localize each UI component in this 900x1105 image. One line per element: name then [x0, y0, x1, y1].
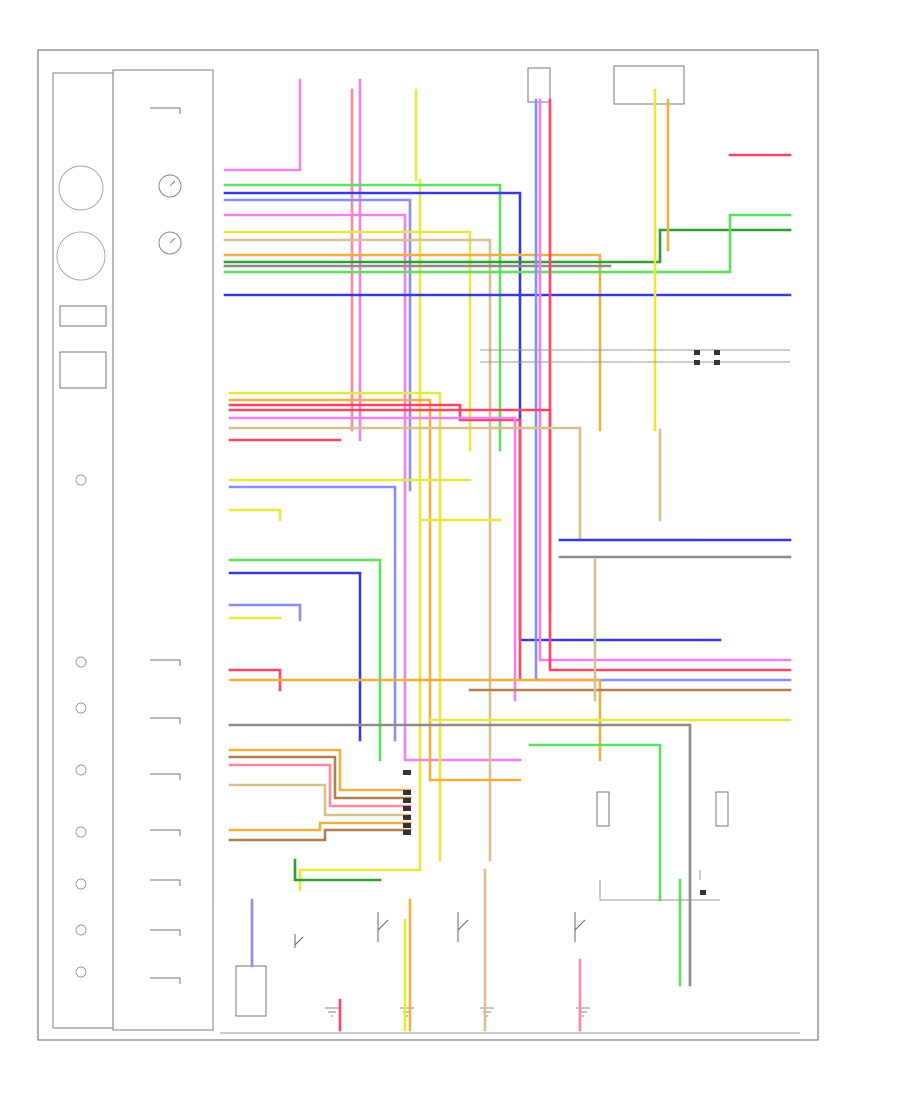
fuel-level-sensor — [596, 791, 610, 827]
diagram-border — [37, 49, 819, 1041]
wire-orange-mid — [228, 398, 522, 782]
bottom-switches — [294, 912, 586, 948]
right-connector-lines — [480, 349, 790, 901]
wire-pink-bottom-1 — [228, 763, 412, 808]
wire-brown-bottom-2 — [228, 828, 412, 842]
wire-green-lower — [228, 558, 382, 762]
cluster-lamp-symbols — [150, 107, 181, 984]
odometer-display — [59, 305, 107, 327]
wire-dark-green-bottom — [293, 858, 382, 882]
wire-red-mid — [228, 403, 522, 682]
multi-function-display — [59, 351, 107, 389]
wire-tan-mid — [228, 426, 702, 542]
fuel-gauge — [158, 231, 182, 255]
wire-green-oil-press — [223, 213, 792, 274]
wire-gray-horizontal — [228, 723, 692, 987]
wire-pink-ignition-feed — [223, 78, 302, 172]
wire-dark-green-oil — [223, 228, 792, 264]
transmission-control-module — [235, 965, 267, 1017]
wire-orange-bottom-2 — [228, 821, 412, 832]
wire-light-blue-low — [228, 603, 302, 622]
ground-symbols — [325, 1007, 590, 1017]
wire-orange-bottom-1 — [228, 748, 412, 792]
engine-control-module-box — [613, 65, 685, 105]
wire-light-blue-fuel — [223, 198, 412, 492]
wire-red-mid-2 — [228, 408, 552, 612]
wire-brown-bottom-1 — [228, 755, 412, 800]
coolant-temp-gauge — [158, 174, 182, 198]
wire-blue-coolant — [223, 191, 722, 642]
wire-light-blue-long-run — [534, 98, 792, 682]
wire-light-blue-stub — [228, 485, 397, 742]
wire-red-long-run — [548, 98, 792, 672]
connector-blocks — [403, 350, 720, 895]
fuse-relay-box — [527, 67, 551, 103]
wire-yellow-mid — [228, 391, 442, 862]
instrument-cluster-outline — [112, 69, 214, 1031]
cluster-gauge-column — [52, 72, 114, 1029]
wire-blue-lower-2 — [228, 571, 362, 742]
speedometer-gauge — [56, 231, 106, 281]
wire-pink-long-run — [538, 98, 792, 662]
wire-orange-dash — [223, 253, 602, 432]
wire-green-bottom — [528, 743, 662, 902]
wire-tan-bottom-1 — [228, 783, 412, 817]
wire-pink-mid — [228, 416, 517, 702]
tachometer-gauge — [58, 165, 104, 211]
wire-pink-fuel — [223, 213, 522, 762]
wire-orange-low — [228, 678, 602, 762]
cluster-indicator-lamps — [75, 474, 87, 978]
wire-harness — [223, 78, 792, 1032]
wire-yellow-short — [228, 508, 282, 522]
wire-yellow-dash — [223, 230, 472, 452]
washer-fluid-sensor — [715, 791, 729, 827]
wire-red-low — [228, 668, 282, 692]
wire-tan-dash — [223, 238, 492, 862]
